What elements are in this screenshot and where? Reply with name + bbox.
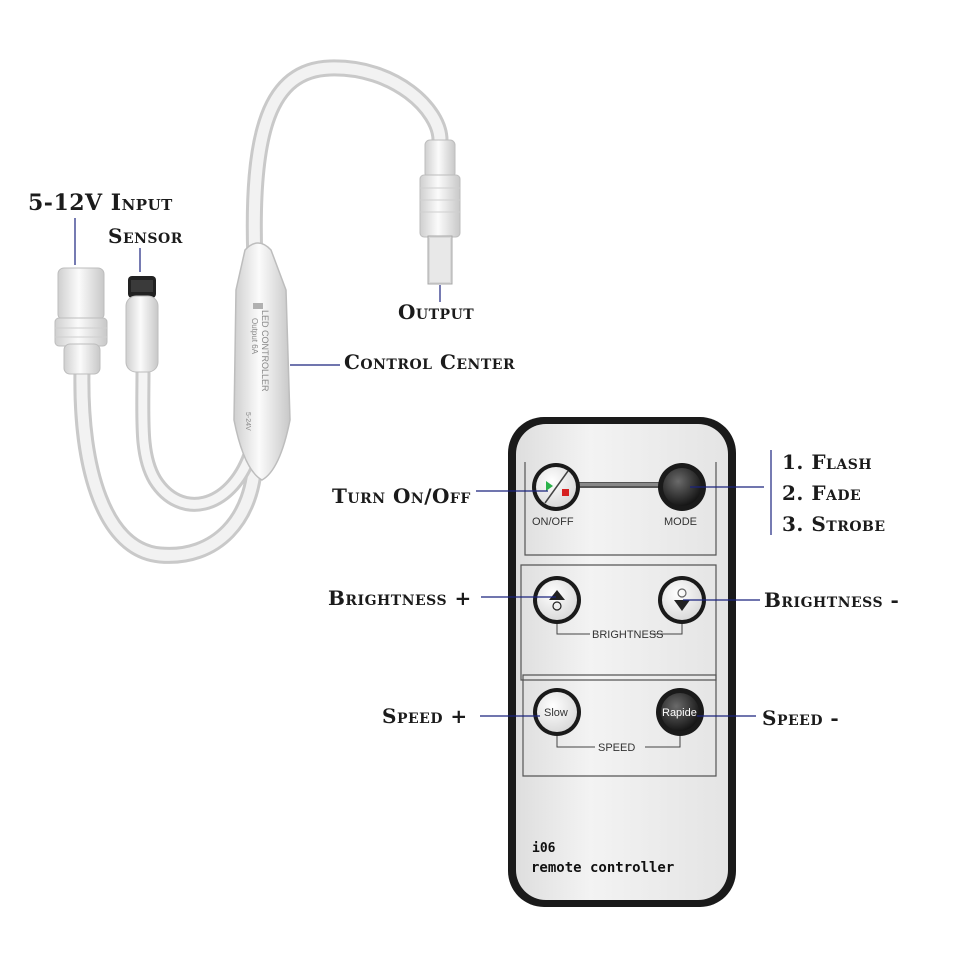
input-label: 5-12V Input [28, 190, 173, 216]
controller-output-text: Output 6A [250, 318, 259, 355]
control-center-label: Control Center [344, 350, 516, 374]
mode-button[interactable] [658, 463, 706, 511]
leader-lines [74, 218, 772, 717]
mode-item-strobe: 3. Strobe [782, 512, 886, 536]
mode-item-flash: 1. Flash [782, 450, 873, 474]
remote-model-text: i06 [532, 841, 556, 856]
brightness-plus-button[interactable] [533, 576, 581, 624]
rapide-button-label: Rapide [662, 707, 697, 719]
output-label: Output [398, 300, 475, 324]
remote-name-text: remote controller [531, 860, 674, 876]
speed-slow-button[interactable] [533, 688, 581, 736]
input-dc-socket [54, 267, 108, 375]
speed-rapide-button[interactable] [656, 688, 704, 736]
ir-sensor [125, 276, 159, 373]
brightness-group-label: BRIGHTNESS [592, 629, 664, 641]
speed-minus-label: Speed - [762, 706, 840, 730]
play-icon [546, 481, 553, 491]
sensor-label: Sensor [108, 224, 183, 248]
stop-icon [562, 489, 569, 496]
slow-button-label: Slow [544, 707, 568, 719]
turn-on-off-label: Turn On/Off [332, 484, 471, 508]
brightness-minus-label: Brightness - [764, 588, 900, 612]
speed-plus-label: Speed + [382, 704, 468, 728]
on-off-button[interactable] [532, 463, 580, 511]
controller-label-text: LED CONTROLLER [260, 310, 270, 392]
mode-item-fade: 2. Fade [782, 481, 862, 505]
remote-controller: ON/OFF MODE BRIGHTN [508, 417, 736, 907]
ir-window-icon [253, 303, 263, 309]
brightness-minus-button[interactable] [658, 576, 706, 624]
controller-voltage-text: 5-24V [244, 412, 251, 431]
output-dc-plug [419, 139, 461, 285]
on-off-button-label: ON/OFF [532, 516, 574, 528]
brightness-down-icon [677, 588, 687, 598]
mode-button-label: MODE [664, 516, 697, 528]
brightness-plus-label: Brightness + [328, 586, 472, 610]
led-controller-cable: LED CONTROLLER Output 6A 5-24V [54, 59, 461, 564]
remote-face [516, 424, 728, 900]
speed-group-label: SPEED [598, 742, 635, 754]
controller-body [233, 242, 291, 481]
